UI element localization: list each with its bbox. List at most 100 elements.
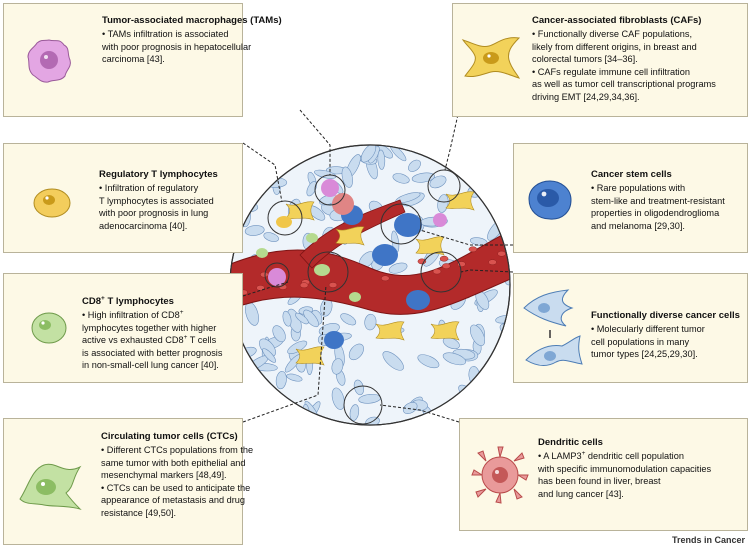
box-cafs: Cancer-associated fibroblasts (CAFs) • F… [452,3,748,117]
caf-cell [295,346,325,366]
cafs-line-6: driving EMT [24,29,34,36]. [532,91,640,102]
tumor-cell [282,310,292,327]
cafs-title: Cancer-associated fibroblasts (CAFs) [532,15,702,26]
treg-line-1: • Infiltration of regulatory [99,183,199,193]
csc-line-1: • Rare populations with [591,183,686,193]
tumor-cell [349,404,360,421]
tumor-cell [286,373,303,382]
tumor-cell [493,392,509,417]
cafs-line-4: • CAFs regulate immune cell infiltration [532,66,690,77]
cd8-line-1: • High infiltration of CD8+ [82,308,184,320]
dc-line-1: • A LAMP3+ dendritic cell population [538,449,684,461]
tumor-cell [348,343,364,361]
tumor-cell [275,371,287,390]
red-blood-cell [417,258,427,265]
regulatory-t-cell-icon [33,188,71,218]
tumor-cell [263,411,279,424]
circulating-tumor-cell-icon [19,463,82,511]
tumor-cell [340,313,357,326]
tams-title: Tumor-associated macrophages (TAMs) [102,15,282,26]
tams-line-1: • TAMs infiltration is associated [102,29,229,39]
dendritic-cell-icon [471,446,529,504]
tumor-cell [249,176,264,189]
tumor-section-circle [229,144,511,426]
red-blood-cell [488,259,497,266]
fdc-line-3: tumor types [24,25,29,30]. [591,349,698,360]
tumor-cell [392,173,410,184]
red-blood-cell [439,255,449,262]
dc-line-2: with specific immunomodulation capacitie… [538,463,712,474]
tumor-cell [408,159,421,172]
box-tams: Tumor-associated macrophages (TAMs) • TA… [3,3,282,117]
journal-footer: Trends in Cancer [671,535,745,545]
cd8-line-2: lymphocytes together with higher [82,322,217,333]
tumor-cell [402,402,418,414]
caf-cell [375,321,405,341]
treg-line-4: adenocarcinoma [40]. [99,220,188,231]
tumor-cell [246,176,263,193]
tumor-cell [314,169,337,179]
blood-vessel [230,224,510,315]
ctcs-line-1: • Different CTCs populations from the [101,445,254,455]
tams-line-2: with poor prognosis in hepatocellular [102,41,252,52]
csc-line-3: properties in oligodendroglioma [591,208,720,219]
tumor-cell [360,145,377,163]
red-blood-cell [468,246,478,253]
macrophage-icon [27,39,71,83]
tumor-cell [244,225,265,236]
box-ctcs: Circulating tumor cells (CTCs) • Differe… [3,418,253,545]
tumor-cell [244,159,262,169]
red-blood-cell [381,275,390,282]
box-cancer-stem-cells: Cancer stem cells • Rare populations wit… [513,143,748,253]
stem-cells-in-section [324,205,430,349]
tumor-cell [429,175,447,189]
csc-line-4: and melanoma [29,30]. [591,220,685,231]
tumor-cell [271,145,281,156]
ctcs-line-6: resistance [49,50]. [101,507,177,518]
tumor-cell [474,172,498,184]
tumor-cell [295,312,309,325]
cd8-line-3: active vs exhausted CD8+ T cells [82,334,217,346]
tumor-cell [469,324,486,346]
dc-line-4: and lung cancer [43]. [538,488,624,499]
ctcs-title: Circulating tumor cells (CTCs) [101,431,238,442]
red-blood-cells [239,245,510,296]
red-blood-cell [497,250,506,257]
tumor-cell [482,183,493,201]
dc-line-3: has been found in liver, breast [538,476,661,487]
cd8-t-cell-icon [31,312,67,344]
tumor-cell [331,358,344,375]
ctcs-line-5: appearance of metastasis and drug [101,495,246,506]
immune-cells-in-section [256,179,447,302]
red-blood-cell [256,285,265,291]
highlight-circles [264,169,462,425]
caf-cell [430,321,460,341]
tumor-cell [364,313,377,331]
cafs-line-3: colorectal tumors [34–36]. [532,54,638,65]
cd8-title-sup: + [101,294,105,302]
tumor-cell [492,145,509,155]
caf-cell [415,236,445,256]
ctcs-line-3: mesenchymal markers [48,49]. [101,470,227,481]
red-blood-cell [432,268,442,275]
csc-line-2: stem-like and treatment-resistant [591,195,725,206]
dc-title: Dendritic cells [538,437,603,448]
red-blood-cell [299,282,309,289]
cd8-title: CD8+ T lymphocytes [82,294,174,308]
cafs-line-5: as well as tumor cell transcriptional pr… [532,79,716,90]
tumor-cell [498,212,510,226]
fdc-line-1: • Molecularly different tumor [591,324,705,334]
red-blood-cell [442,263,451,269]
treg-line-3: with poor prognosis in lung [99,208,209,219]
tumor-cell [302,145,317,154]
tumor-cell [341,166,353,188]
fdc-title: Functionally diverse cancer cells [591,310,740,321]
tumor-cell [267,151,292,167]
cafs-line-1: • Functionally diverse CAF populations, [532,29,692,39]
cafs-line-2: likely from different origins, in breast… [532,41,697,52]
tumor-cell [272,325,286,343]
cd8-title-post: T lymphocytes [104,296,174,307]
red-blood-cell [260,271,269,278]
tumor-cell [262,348,277,363]
